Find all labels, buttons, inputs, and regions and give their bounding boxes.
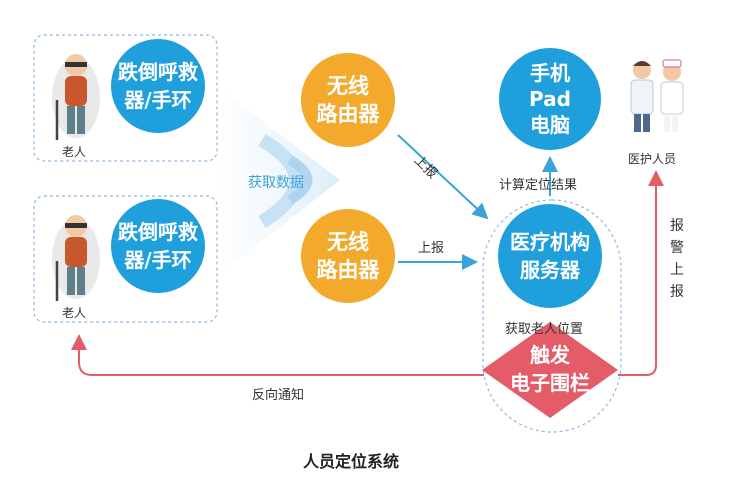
server-circle	[498, 204, 602, 308]
fence-label: 触发 电子围栏	[500, 340, 600, 398]
server-dashed-group	[482, 199, 622, 433]
router-top-line1: 无线	[327, 74, 369, 98]
arrow-reverse-notify	[71, 334, 484, 376]
signal-label: 获取数据	[248, 175, 304, 191]
router-top-line2: 路由器	[316, 102, 380, 126]
terminal-line1: 手机	[530, 61, 570, 85]
wristband-label-1: 跌倒呼救 器/手环	[111, 58, 205, 114]
report-label-mid: 上报	[418, 241, 445, 256]
router-top-label: 无线 路由器	[301, 72, 395, 128]
elderly-person-icon	[52, 215, 100, 301]
elderly-person-icon	[52, 54, 100, 140]
arrow-router-top-to-server	[397, 134, 489, 220]
compute-label: 计算定位结果	[499, 178, 578, 193]
medical-staff-label: 医护人员	[628, 152, 677, 166]
terminal-label: 手机 Pad 电脑	[503, 58, 597, 140]
server-line1: 医疗机构	[510, 230, 590, 254]
wristband-circle-2	[111, 199, 205, 293]
fence-diamond	[482, 322, 618, 418]
server-label: 医疗机构 服务器	[500, 228, 600, 284]
wristband-label-2: 跌倒呼救 器/手环	[111, 218, 205, 274]
medical-staff-icon	[630, 59, 684, 132]
alarm-char-4: 报	[670, 284, 684, 300]
wristband-2-line2: 器/手环	[124, 248, 192, 272]
router-bottom-line2: 路由器	[316, 258, 380, 282]
fence-line2: 电子围栏	[510, 371, 590, 395]
router-bottom-label: 无线 路由器	[301, 228, 395, 284]
terminal-line2: Pad	[529, 87, 571, 111]
wristband-1-line1: 跌倒呼救	[118, 60, 198, 84]
signal-wave-icon	[222, 90, 340, 272]
server-line2: 服务器	[520, 258, 580, 282]
elderly-label-1: 老人	[62, 145, 87, 159]
router-bottom-line1: 无线	[327, 230, 369, 254]
wristband-2-line1: 跌倒呼救	[118, 220, 198, 244]
diagram-title: 人员定位系统	[303, 452, 400, 471]
router-circle-top	[301, 53, 395, 147]
terminal-line3: 电脑	[530, 113, 570, 137]
alarm-char-2: 警	[670, 240, 684, 256]
wristband-1-line2: 器/手环	[124, 88, 192, 112]
arrow-alarm-report	[618, 170, 664, 376]
locate-label: 获取老人位置	[505, 322, 584, 337]
router-circle-bottom	[301, 209, 395, 303]
alarm-char-1: 报	[670, 218, 684, 234]
reverse-notify-label: 反向通知	[252, 388, 305, 403]
wristband-circle-1	[111, 39, 205, 133]
terminal-circle	[499, 48, 601, 150]
fence-line1: 触发	[530, 343, 570, 367]
alarm-label: 报 警 上 报	[670, 215, 684, 303]
elderly-label-2: 老人	[62, 306, 87, 320]
alarm-char-3: 上	[670, 262, 684, 278]
